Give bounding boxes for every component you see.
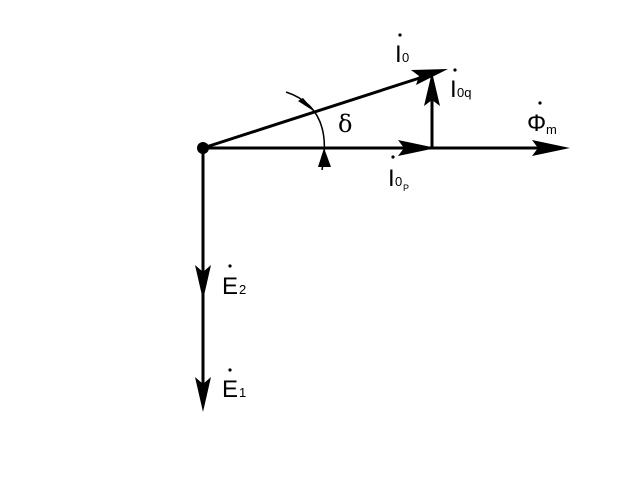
label-i0p-main: I — [388, 165, 395, 192]
label-e2: E 2 — [222, 264, 246, 300]
label-e2-main: E — [222, 273, 238, 300]
label-e1: E 1 — [222, 368, 246, 403]
label-i0p-subsub: P — [403, 183, 409, 193]
label-phim-main: Φ — [527, 110, 546, 137]
flux-phasor-arrowhead — [532, 140, 570, 156]
e2-phasor-arrowhead — [195, 265, 211, 300]
label-angle-delta: δ — [338, 110, 352, 138]
angle-arc-arrowhead-bottom — [318, 148, 331, 167]
label-i0-main: I — [395, 41, 402, 68]
label-i0-sub: 0 — [402, 50, 409, 65]
label-phim: Φ m — [527, 101, 557, 137]
origin-point — [197, 142, 209, 154]
label-i0p: I 0 P — [388, 155, 409, 193]
label-i0p-sub: 0 — [395, 174, 402, 189]
i0-phasor-line — [202, 72, 433, 150]
i0-phasor-arrowhead — [411, 69, 448, 85]
label-i0q-sub: 0q — [457, 85, 471, 100]
label-i0q: I 0q — [450, 68, 471, 103]
label-phim-sub: m — [546, 122, 557, 137]
label-e2-sub: 2 — [239, 282, 246, 297]
dot-accent — [391, 155, 395, 159]
dot-accent — [398, 33, 402, 37]
dot-accent — [453, 68, 457, 72]
label-i0: I 0 — [395, 33, 409, 68]
dot-accent — [228, 368, 232, 372]
angle-arc-arrowhead-top — [298, 98, 315, 112]
e1-phasor-arrowhead — [195, 377, 211, 412]
dot-accent — [228, 264, 232, 268]
label-i0q-main: I — [450, 76, 457, 103]
dot-accent — [538, 101, 542, 105]
label-e1-main: E — [222, 376, 238, 403]
label-e1-sub: 1 — [239, 385, 246, 400]
i0p-phasor-arrowhead — [398, 140, 436, 156]
i0q-phasor-arrowhead — [424, 72, 440, 106]
